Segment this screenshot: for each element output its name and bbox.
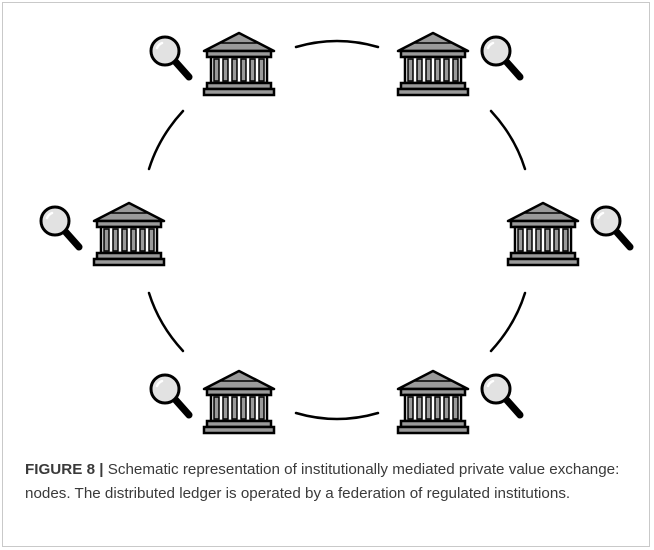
figure-label: FIGURE 8 |: [25, 461, 104, 478]
node-middle-right: [506, 201, 630, 267]
connector-upper-left: [147, 109, 185, 171]
magnifying-glass-icon: [151, 37, 189, 77]
node-bottom-right: [396, 369, 520, 435]
node-network-diagram: [3, 31, 651, 435]
bank-building-icon: [202, 31, 276, 97]
node-top-left: [151, 31, 276, 97]
connector-bottom: [294, 411, 380, 421]
ring-connectors: [147, 39, 527, 421]
connector-upper-right: [489, 109, 527, 171]
bank-building-icon: [506, 201, 580, 267]
connector-lower-left: [147, 291, 185, 353]
bank-building-icon: [92, 201, 166, 267]
node-bottom-left: [151, 369, 276, 435]
magnifying-glass-icon: [151, 375, 189, 415]
node-middle-left: [41, 201, 166, 267]
bank-building-icon: [202, 369, 276, 435]
connector-top: [294, 39, 380, 49]
bank-building-icon: [396, 369, 470, 435]
magnifying-glass-icon: [592, 207, 630, 247]
bank-building-icon: [396, 31, 470, 97]
figure-caption: FIGURE 8 | Schematic representation of i…: [25, 458, 637, 506]
connector-lower-right: [489, 291, 527, 353]
magnifying-glass-icon: [482, 375, 520, 415]
figure-caption-text: Schematic representation of institutiona…: [25, 461, 620, 502]
node-top-right: [396, 31, 520, 97]
magnifying-glass-icon: [482, 37, 520, 77]
magnifying-glass-icon: [41, 207, 79, 247]
